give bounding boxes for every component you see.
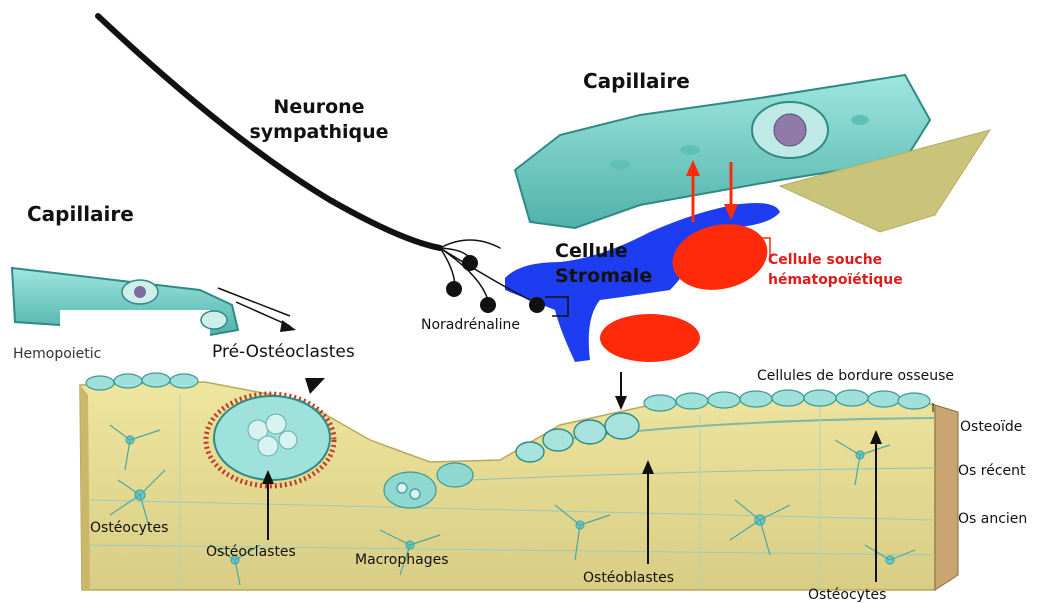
pre-osteoclastes-label: Pré-Ostéoclastes bbox=[212, 344, 355, 361]
neurone-line1: Neurone bbox=[244, 98, 394, 117]
neurone-line2: sympathique bbox=[244, 123, 394, 142]
osteocytes-left-label: Ostéocytes bbox=[90, 521, 168, 535]
capillary-left bbox=[12, 268, 296, 342]
hemopoietic-label: Hemopoietic bbox=[13, 347, 101, 361]
souche-line2: hématopoïétique bbox=[768, 273, 903, 287]
hematopoietic-cell-lower bbox=[600, 314, 700, 362]
osteoide-label: Osteoïde bbox=[960, 420, 1022, 434]
os-ancien-label: Os ancien bbox=[958, 512, 1027, 526]
macrophages-label: Macrophages bbox=[355, 553, 449, 567]
capillaire-left-label: Capillaire bbox=[27, 204, 134, 224]
pre-osteoclast-pointer bbox=[305, 378, 325, 394]
capillaire-top-label: Capillaire bbox=[583, 71, 690, 91]
cellule-line2: Stromale bbox=[555, 267, 652, 286]
neurone-label: Neurone sympathique bbox=[244, 98, 394, 142]
bordure-label: Cellules de bordure osseuse bbox=[757, 369, 954, 383]
cellule-line1: Cellule bbox=[555, 242, 652, 261]
hsc-label: Cellule souche hématopoïétique bbox=[768, 253, 903, 287]
osteoclastes-label: Ostéoclastes bbox=[206, 545, 296, 559]
osteocytes-right-label: Ostéocytes bbox=[808, 588, 886, 602]
osteoblastes-label: Ostéoblastes bbox=[583, 571, 674, 585]
souche-line1: Cellule souche bbox=[768, 253, 903, 267]
noradrenaline-label: Noradrénaline bbox=[421, 318, 520, 332]
cellule-stromale-label: Cellule Stromale bbox=[555, 242, 652, 286]
os-recent-label: Os récent bbox=[958, 464, 1026, 478]
